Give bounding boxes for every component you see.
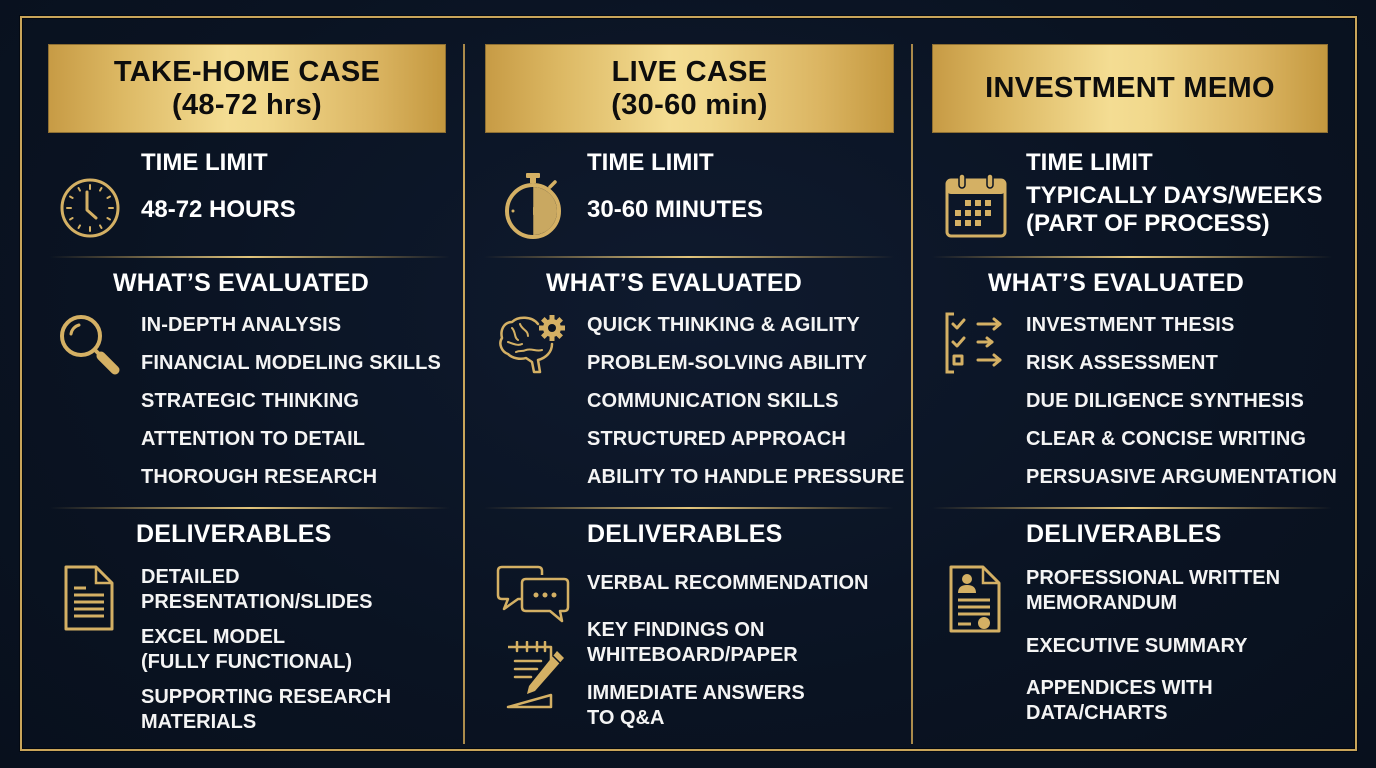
time-limit-line: (PART OF PROCESS) — [1026, 210, 1270, 237]
deliverable-line: DATA/CHARTS — [1026, 702, 1168, 724]
section-divider — [932, 256, 1332, 258]
deliverables-title: DELIVERABLES — [136, 520, 332, 548]
column-header: TAKE-HOME CASE (48-72 hrs) — [48, 44, 446, 133]
time-limit-title: TIME LIMIT — [587, 149, 714, 176]
section-divider — [50, 256, 450, 258]
magnifying-glass-icon — [57, 312, 123, 378]
time-limit-value: 48-72 HOURS — [141, 196, 296, 223]
section-divider — [484, 507, 894, 509]
notepad-pencil-icon — [505, 641, 567, 709]
column-header: LIVE CASE (30-60 min) — [485, 44, 894, 133]
evaluated-title: WHAT’S EVALUATED — [546, 269, 802, 297]
outer-gold-frame — [20, 16, 1357, 751]
deliverable-item: EXCEL MODEL (FULLY FUNCTIONAL) — [141, 625, 352, 675]
column-divider — [911, 44, 913, 744]
evaluated-item: STRATEGIC THINKING — [141, 390, 360, 412]
deliverable-line: VERBAL RECOMMENDATION — [587, 572, 869, 594]
time-limit-value: 30-60 MINUTES — [587, 196, 764, 223]
chat-bubbles-icon — [496, 565, 570, 623]
header-line: TAKE-HOME CASE — [113, 55, 381, 88]
deliverable-item: EXECUTIVE SUMMARY — [1026, 634, 1248, 659]
evaluated-item: STRUCTURED APPROACH — [587, 428, 846, 450]
evaluated-item: THOROUGH RESEARCH — [141, 466, 378, 488]
deliverable-line: SUPPORTING RESEARCH — [141, 686, 392, 708]
deliverable-line: MEMORANDUM — [1026, 592, 1178, 614]
section-divider — [484, 256, 894, 258]
deliverable-item: APPENDICES WITH DATA/CHARTS — [1026, 676, 1213, 726]
deliverables-title: DELIVERABLES — [1026, 520, 1222, 548]
evaluated-title: WHAT’S EVALUATED — [988, 269, 1244, 297]
time-limit-title: TIME LIMIT — [1026, 149, 1153, 176]
deliverable-item: DETAILED PRESENTATION/SLIDES — [141, 565, 373, 615]
deliverable-item: VERBAL RECOMMENDATION — [587, 571, 868, 596]
deliverable-line: (FULLY FUNCTIONAL) — [141, 651, 353, 673]
evaluated-item: DUE DILIGENCE SYNTHESIS — [1026, 390, 1304, 412]
deliverable-line: TO Q&A — [587, 707, 665, 729]
deliverable-line: DETAILED — [141, 566, 240, 588]
deliverable-item: PROFESSIONAL WRITTEN MEMORANDUM — [1026, 566, 1280, 616]
clock-icon — [59, 177, 121, 239]
column-header: INVESTMENT MEMO — [932, 44, 1328, 133]
deliverable-line: KEY FINDINGS ON — [587, 619, 765, 641]
time-limit-title: TIME LIMIT — [141, 149, 268, 176]
deliverable-line: PROFESSIONAL WRITTEN — [1026, 567, 1281, 589]
deliverables-title: DELIVERABLES — [587, 520, 783, 548]
deliverable-line: EXECUTIVE SUMMARY — [1026, 635, 1248, 657]
evaluated-item: ATTENTION TO DETAIL — [141, 428, 366, 450]
section-divider — [50, 507, 450, 509]
deliverable-line: WHITEBOARD/PAPER — [587, 644, 798, 666]
calendar-icon — [945, 172, 1007, 238]
header-line: LIVE CASE — [611, 55, 768, 88]
evaluated-item: QUICK THINKING & AGILITY — [587, 314, 860, 336]
time-limit-line: TYPICALLY DAYS/WEEKS — [1026, 182, 1323, 209]
evaluated-item: IN-DEPTH ANALYSIS — [141, 314, 342, 336]
time-limit-value: TYPICALLY DAYS/WEEKS (PART OF PROCESS) — [1026, 182, 1323, 238]
header-line: INVESTMENT MEMO — [985, 72, 1275, 104]
evaluated-item: CLEAR & CONCISE WRITING — [1026, 428, 1307, 450]
section-divider — [932, 507, 1332, 509]
header-line: (48-72 hrs) — [172, 88, 322, 121]
deliverable-item: IMMEDIATE ANSWERS TO Q&A — [587, 681, 805, 731]
header-line: (30-60 min) — [611, 88, 768, 121]
deliverable-line: EXCEL MODEL — [141, 626, 286, 648]
evaluated-item: COMMUNICATION SKILLS — [587, 390, 839, 412]
deliverable-line: IMMEDIATE ANSWERS — [587, 682, 805, 704]
evaluated-title: WHAT’S EVALUATED — [113, 269, 369, 297]
deliverable-line: MATERIALS — [141, 711, 257, 733]
memo-document-icon — [949, 565, 1001, 633]
evaluated-item: FINANCIAL MODELING SKILLS — [141, 352, 441, 374]
deliverable-item: KEY FINDINGS ON WHITEBOARD/PAPER — [587, 618, 798, 668]
document-icon — [64, 565, 114, 631]
evaluated-item: PERSUASIVE ARGUMENTATION — [1026, 466, 1337, 488]
checklist-arrows-icon — [944, 312, 1008, 374]
evaluated-item: PROBLEM-SOLVING ABILITY — [587, 352, 868, 374]
evaluated-item: INVESTMENT THESIS — [1026, 314, 1235, 336]
evaluated-item: ABILITY TO HANDLE PRESSURE — [587, 466, 905, 488]
deliverable-line: PRESENTATION/SLIDES — [141, 591, 373, 613]
evaluated-item: RISK ASSESSMENT — [1026, 352, 1218, 374]
column-divider — [463, 44, 465, 744]
deliverable-line: APPENDICES WITH — [1026, 677, 1213, 699]
brain-gear-icon — [498, 310, 570, 376]
deliverable-item: SUPPORTING RESEARCH MATERIALS — [141, 685, 391, 735]
stopwatch-icon — [503, 171, 563, 241]
